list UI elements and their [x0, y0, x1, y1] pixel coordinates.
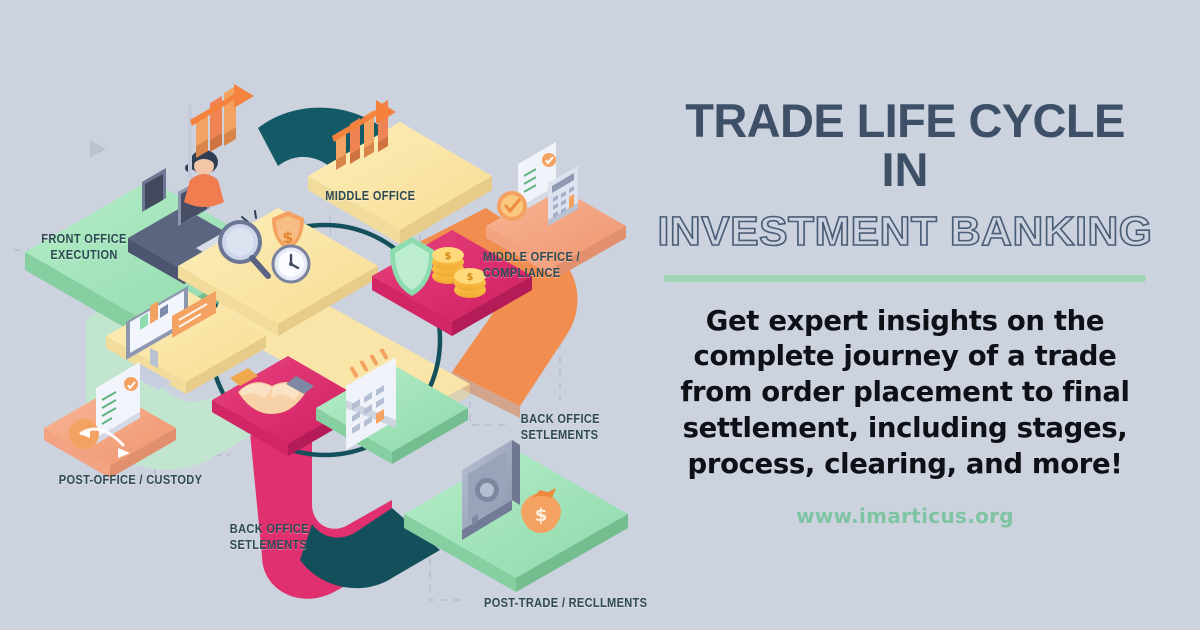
copy-panel: TRADE LIFE CYCLE IN INVESTMENT BANKING G… — [655, 0, 1155, 630]
label-post-trade-reclaments: POST-TRADE / RECLLMENTS — [484, 596, 648, 610]
safe-vault-money-bag-icon: $ — [462, 440, 561, 540]
infographic-illustration: $ — [14, 84, 648, 610]
label-post-office-custody: POST-OFFICE / CUSTODY — [58, 473, 203, 487]
monitor-report-icon — [126, 286, 216, 390]
platform-clearing-shield-coins: $ $ — [372, 230, 532, 336]
magnifier-shield-clock-icon: $ — [218, 211, 311, 284]
label-middle-office: MIDDLE OFFICE — [325, 189, 416, 203]
bar-chart-growth-icon — [188, 84, 254, 178]
gold-coin-stack-icon: $ $ — [432, 247, 486, 298]
svg-text:$: $ — [467, 272, 474, 283]
handshake-icon — [230, 368, 314, 414]
platform-custody-document — [44, 362, 176, 478]
platform-compliance-document — [486, 142, 626, 278]
svg-text:$: $ — [282, 228, 293, 247]
platform-risk-tools: $ — [178, 208, 378, 336]
platform-reporting-monitor — [106, 286, 266, 394]
body-copy: Get expert insights on the complete jour… — [680, 304, 1130, 480]
document-check-calculator-icon — [497, 142, 578, 226]
shield-gold-coins-icon: $ $ — [390, 237, 486, 298]
platform-middle-office-chart — [308, 100, 492, 244]
platform-vault-money: $ — [404, 440, 628, 592]
label-middle-office-compliance: MIDDLE OFFICE / COMPLIANCE — [483, 250, 580, 280]
website-url[interactable]: www.imarticus.org — [796, 504, 1014, 529]
label-back-office-settlements-right: BACK OFFICE SETLEMENTS — [520, 412, 600, 442]
isometric-flow-svg: $ — [14, 84, 628, 601]
label-back-office-settlements-bottom: BACK OFFICE SETLEMENTS — [229, 522, 309, 552]
label-front-office-execution: FRONT OFFICE EXECUTION — [41, 232, 127, 262]
document-refresh-icon — [69, 362, 140, 458]
green-divider — [664, 274, 1146, 282]
headline-line-2: IN — [881, 142, 929, 196]
headline-line-1: TRADE LIFE CYCLE — [685, 94, 1125, 147]
headline-outlined: INVESTMENT BANKING — [657, 207, 1153, 255]
svg-text:$: $ — [535, 505, 548, 526]
platform-schedule-calendar — [316, 348, 468, 464]
bar-chart-growth-icon-2 — [332, 100, 396, 170]
calendar-icon — [346, 348, 396, 450]
svg-text:$: $ — [445, 251, 452, 262]
